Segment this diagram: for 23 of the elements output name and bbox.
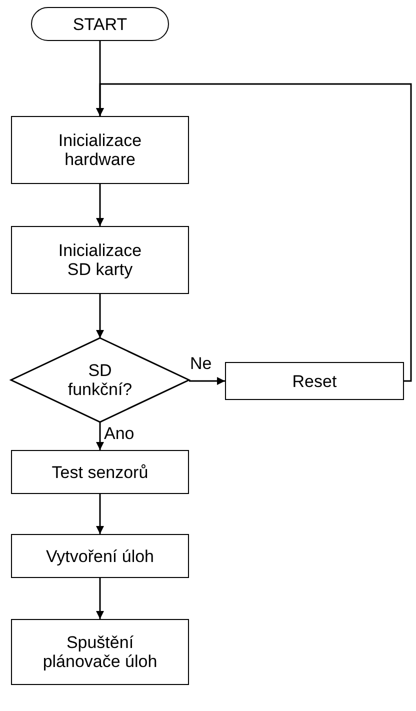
step-text: Test senzorů (50, 462, 150, 482)
step-text: START (72, 14, 128, 34)
decision-diamond (9, 337, 191, 423)
step-text: Reset (291, 372, 338, 390)
process-box (11, 619, 189, 685)
decision-text: SD funkční? (66, 361, 134, 399)
process-box (11, 450, 189, 494)
process-box (11, 534, 189, 578)
arrow (96, 578, 104, 619)
terminal-box (31, 7, 169, 41)
step-text: Spuštění plánovače úloh (42, 633, 158, 671)
step-text: Vytvoření úloh (44, 546, 156, 566)
arrow (96, 294, 104, 338)
arrow (96, 184, 104, 226)
arrow (96, 494, 104, 534)
process-box (225, 362, 404, 400)
arrow (96, 83, 412, 382)
arrow (96, 422, 104, 450)
step-text: Inicializace SD karty (57, 241, 143, 279)
arrow (189, 377, 225, 385)
step-text: Inicializace hardware (57, 131, 143, 169)
process-box (11, 226, 189, 294)
process-box (11, 116, 189, 184)
